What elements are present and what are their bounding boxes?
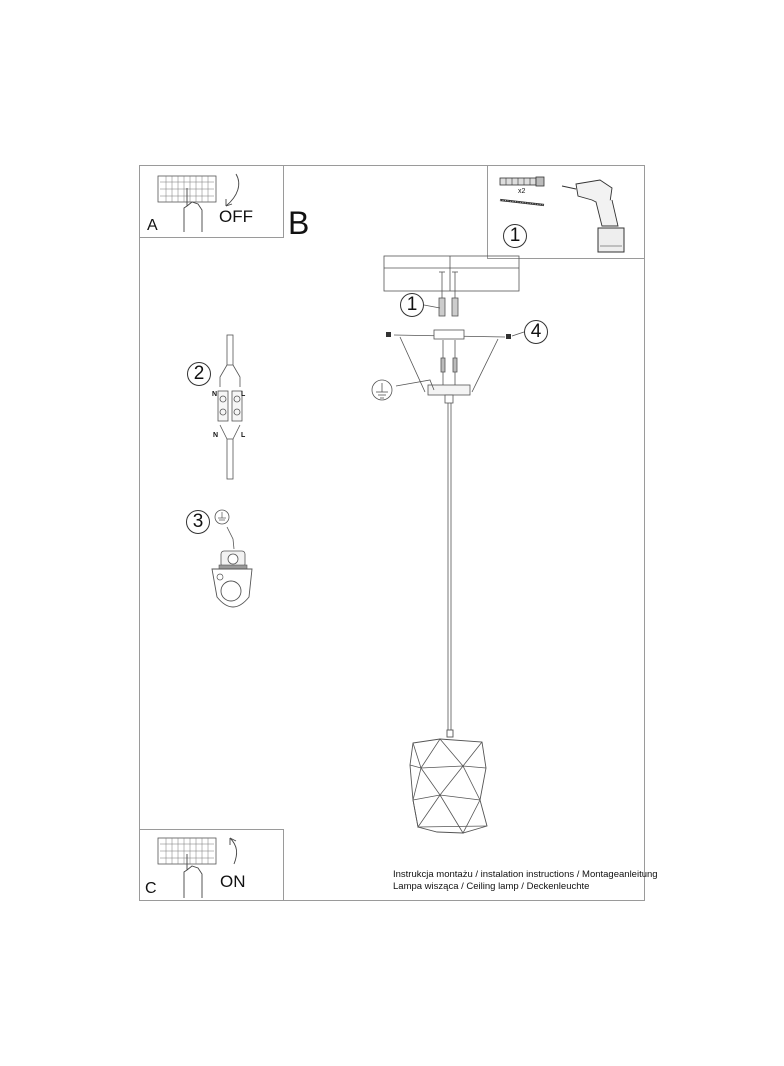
wall-plug-icon (499, 176, 545, 187)
footer-line-1: Instrukcja montażu / instalation instruc… (393, 869, 658, 880)
wire-label-n-top: N (212, 391, 218, 398)
wire-label-l-bottom: L (241, 432, 246, 439)
wire-label-l-top: L (241, 391, 246, 398)
step-1-tools-number: 1 (503, 224, 527, 248)
panel-c-letter: C (145, 880, 157, 897)
footer-caption: Instrukcja montażu / instalation instruc… (393, 869, 658, 893)
off-label: OFF (219, 207, 253, 226)
step-2-number: 2 (187, 362, 211, 386)
on-label: ON (220, 872, 246, 891)
panel-c: C ON (139, 829, 284, 901)
cordless-drill-icon (561, 179, 625, 253)
ground-terminal-diagram (211, 509, 253, 608)
wiring-connector-diagram (217, 334, 243, 480)
breaker-switch-on-icon (157, 837, 238, 898)
panel-a: A OFF (139, 165, 284, 238)
instruction-frame (139, 165, 645, 901)
panel-b-letter: B (288, 205, 310, 241)
screw-icon (499, 198, 545, 207)
breaker-switch-off-icon (157, 173, 240, 232)
step-3-number: 3 (186, 510, 210, 534)
step-1-number: 1 (400, 293, 424, 317)
wire-label-n-bottom: N (213, 432, 219, 439)
panel-a-letter: A (147, 217, 158, 234)
step-4-number: 4 (524, 320, 548, 344)
footer-line-2: Lampa wisząca / Ceiling lamp / Deckenleu… (393, 881, 590, 892)
quantity-label: x2 (518, 188, 526, 195)
tools-panel: x2 1 (487, 165, 645, 259)
